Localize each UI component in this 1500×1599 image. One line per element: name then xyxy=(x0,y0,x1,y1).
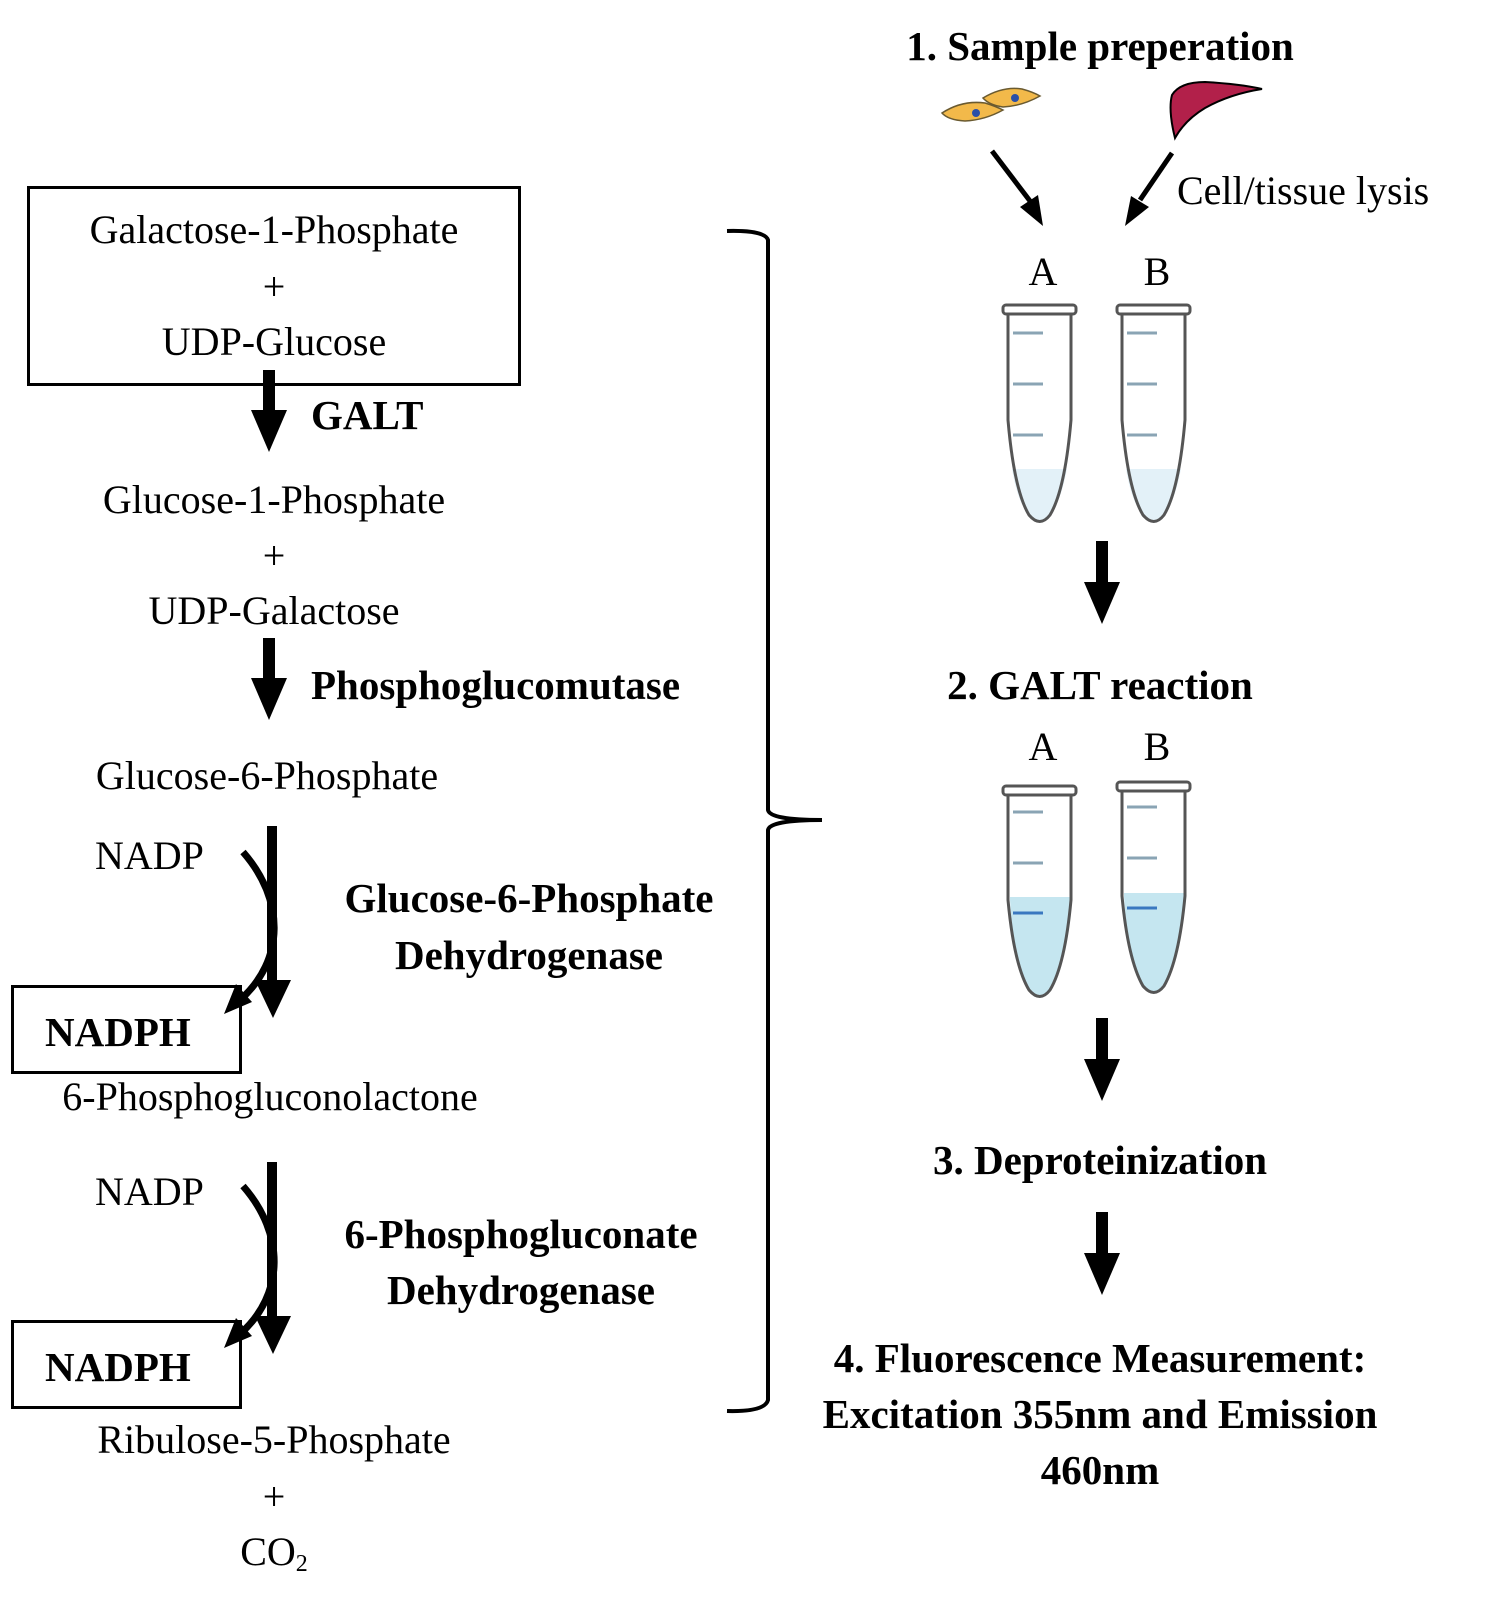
step4-title-line3: 460nm xyxy=(1040,1447,1160,1493)
tissue-icon xyxy=(1169,80,1263,141)
enzyme-phosphoglucomutase: Phosphoglucomutase xyxy=(311,662,681,708)
cofactor-nadph-2: NADPH xyxy=(45,1344,191,1390)
arrow-phosphoglucomutase xyxy=(251,638,287,720)
arrow-cells-to-tube xyxy=(990,149,1043,226)
tube-label-a: A xyxy=(1028,249,1058,294)
product-udp-galactose: UDP-Galactose xyxy=(148,588,400,633)
plus-sign: + xyxy=(262,533,286,578)
cofactor-nadph-1: NADPH xyxy=(45,1009,191,1055)
substrate-box xyxy=(27,186,521,386)
enzyme-6pgdh-line2: Dehydrogenase xyxy=(386,1267,656,1313)
co2-subscript: 2 xyxy=(295,1551,308,1577)
bracket xyxy=(726,228,823,1414)
co2-text: CO xyxy=(240,1529,296,1574)
enzyme-galt: GALT xyxy=(311,392,424,438)
tube-label-b: B xyxy=(1143,724,1171,769)
tube-label-a: A xyxy=(1028,724,1058,769)
nadph-box-1 xyxy=(11,985,242,1074)
tube-a-reaction xyxy=(1001,784,1078,998)
product-co2: CO2 xyxy=(240,1529,308,1577)
cells-icon xyxy=(940,87,1042,122)
product-glucose-1-phosphate: Glucose-1-Phosphate xyxy=(102,477,446,522)
arrow-step1-to-step2 xyxy=(1084,541,1120,624)
cofactor-nadp-1: NADP xyxy=(95,833,204,878)
substrate-galactose-1-phosphate: Galactose-1-Phosphate xyxy=(89,207,459,252)
product-6-phosphogluconolactone: 6-Phosphogluconolactone xyxy=(62,1074,478,1119)
nadph-box-2 xyxy=(11,1320,242,1409)
arrow-step2-to-step3 xyxy=(1084,1018,1120,1101)
enzyme-g6pdh-line1: Glucose-6-Phosphate xyxy=(344,875,714,921)
lysis-label: Cell/tissue lysis xyxy=(1177,168,1430,213)
plus-sign: + xyxy=(262,264,286,309)
step1-title: 1. Sample preperation xyxy=(906,23,1294,69)
arrow-tissue-to-tube xyxy=(1125,151,1175,226)
step4-title-line1: 4. Fluorescence Measurement: xyxy=(833,1335,1367,1381)
enzyme-g6pdh-line2: Dehydrogenase xyxy=(394,932,664,978)
step4-title-line2: Excitation 355nm and Emission xyxy=(822,1391,1378,1437)
cofactor-nadp-2: NADP xyxy=(95,1169,204,1214)
tube-a-lysate xyxy=(1001,303,1078,523)
product-glucose-6-phosphate: Glucose-6-Phosphate xyxy=(95,753,439,798)
substrate-udp-glucose: UDP-Glucose xyxy=(161,319,387,364)
step2-title: 2. GALT reaction xyxy=(947,662,1253,708)
enzyme-6pgdh-line1: 6-Phosphogluconate xyxy=(344,1211,698,1257)
cofactor-arrow-2 xyxy=(224,1183,278,1348)
tube-b-reaction xyxy=(1115,780,1192,994)
tube-b-lysate xyxy=(1115,303,1192,523)
arrow-galt xyxy=(251,370,287,452)
arrow-step3-to-step4 xyxy=(1084,1212,1120,1295)
step3-title: 3. Deproteinization xyxy=(932,1137,1268,1183)
product-ribulose-5-phosphate: Ribulose-5-Phosphate xyxy=(97,1417,451,1462)
cofactor-arrow-1 xyxy=(224,849,278,1014)
tube-label-b: B xyxy=(1143,249,1171,294)
plus-sign: + xyxy=(262,1474,286,1519)
